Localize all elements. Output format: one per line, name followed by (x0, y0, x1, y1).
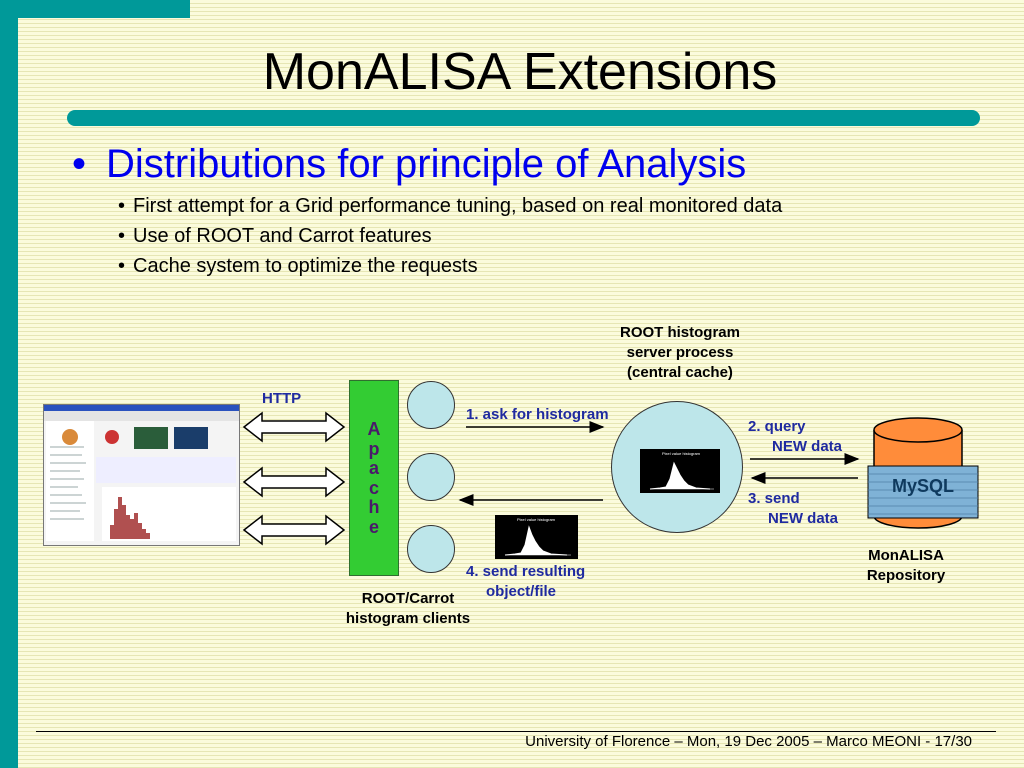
slide-title: MonALISA Extensions (262, 43, 778, 101)
http-double-arrow (242, 466, 346, 498)
sub-bullet-2: • Use of ROOT and Carrot features (118, 225, 432, 248)
repository-label-line: MonALISA (868, 547, 944, 564)
step-4-line: 4. send resulting (466, 563, 586, 580)
title-underline (67, 110, 980, 126)
sub-bullet-text: Cache system to optimize the requests (133, 255, 478, 277)
http-label: HTTP (262, 390, 302, 407)
histogram-thumbnail: Pixel value histogram (495, 515, 578, 559)
sub-bullet-text: First attempt for a Grid performance tun… (133, 195, 783, 217)
clients-label-line: histogram clients (345, 610, 471, 627)
step-3-line: NEW data (768, 510, 839, 527)
clients-label-line: ROOT/Carrot (361, 590, 455, 607)
sub-bullet-1: • First attempt for a Grid performance tu… (118, 195, 782, 218)
sub-bullet-text: Use of ROOT and Carrot features (133, 225, 432, 247)
bullet-dot: • (118, 195, 126, 217)
step-2-line: 2. query (748, 418, 806, 435)
client-node (407, 525, 455, 573)
bullet-dot: • (118, 255, 126, 277)
repository-label: MonALISA Repository (846, 546, 966, 586)
step-1-label: 1. ask for histogram (466, 406, 609, 423)
http-double-arrow (242, 514, 346, 546)
apache-label: Apache (349, 419, 399, 537)
server-label-line: ROOT histogram (619, 324, 740, 341)
top-accent-tab (0, 0, 190, 18)
apache-server-block (349, 380, 399, 576)
client-node (407, 381, 455, 429)
mysql-label: MySQL (892, 476, 954, 496)
histogram-title: Pixel value histogram (662, 451, 701, 456)
histogram-title: Pixel value histogram (517, 517, 556, 522)
server-label: ROOT histogram server process (central c… (600, 323, 760, 383)
browser-screenshot-art (44, 405, 239, 541)
step-4-label: 4. send resulting object/file (466, 562, 585, 602)
main-bullet: • Distributions for principle of Analysis (72, 142, 746, 187)
mysql-database: MySQL (867, 417, 979, 529)
bullet-dot: • (72, 142, 87, 186)
server-label-line: (central cache) (627, 364, 733, 381)
step-3-line: 3. send (748, 490, 800, 507)
histogram-thumbnail: Pixel value histogram (640, 449, 720, 493)
client-node (407, 453, 455, 501)
repository-label-line: Repository (866, 567, 946, 584)
step-2-label: 2. query NEW data (748, 417, 842, 457)
sub-bullet-3: • Cache system to optimize the requests (118, 255, 478, 278)
step-3-label: 3. send NEW data (748, 489, 838, 529)
clients-label: ROOT/Carrot histogram clients (318, 589, 498, 629)
main-bullet-text: Distributions for principle of Analysis (106, 142, 747, 186)
apache-letters: Apache (367, 419, 381, 537)
server-label-line: server process (626, 344, 734, 361)
bullet-dot: • (118, 225, 126, 247)
step-4-line: object/file (486, 583, 557, 600)
browser-screenshot (43, 404, 240, 546)
slide-footer: University of Florence – Mon, 19 Dec 200… (525, 733, 972, 750)
footer-rule (36, 731, 996, 732)
step-2-line: NEW data (772, 438, 843, 455)
left-accent-bar (0, 0, 18, 768)
http-double-arrow (242, 411, 346, 443)
